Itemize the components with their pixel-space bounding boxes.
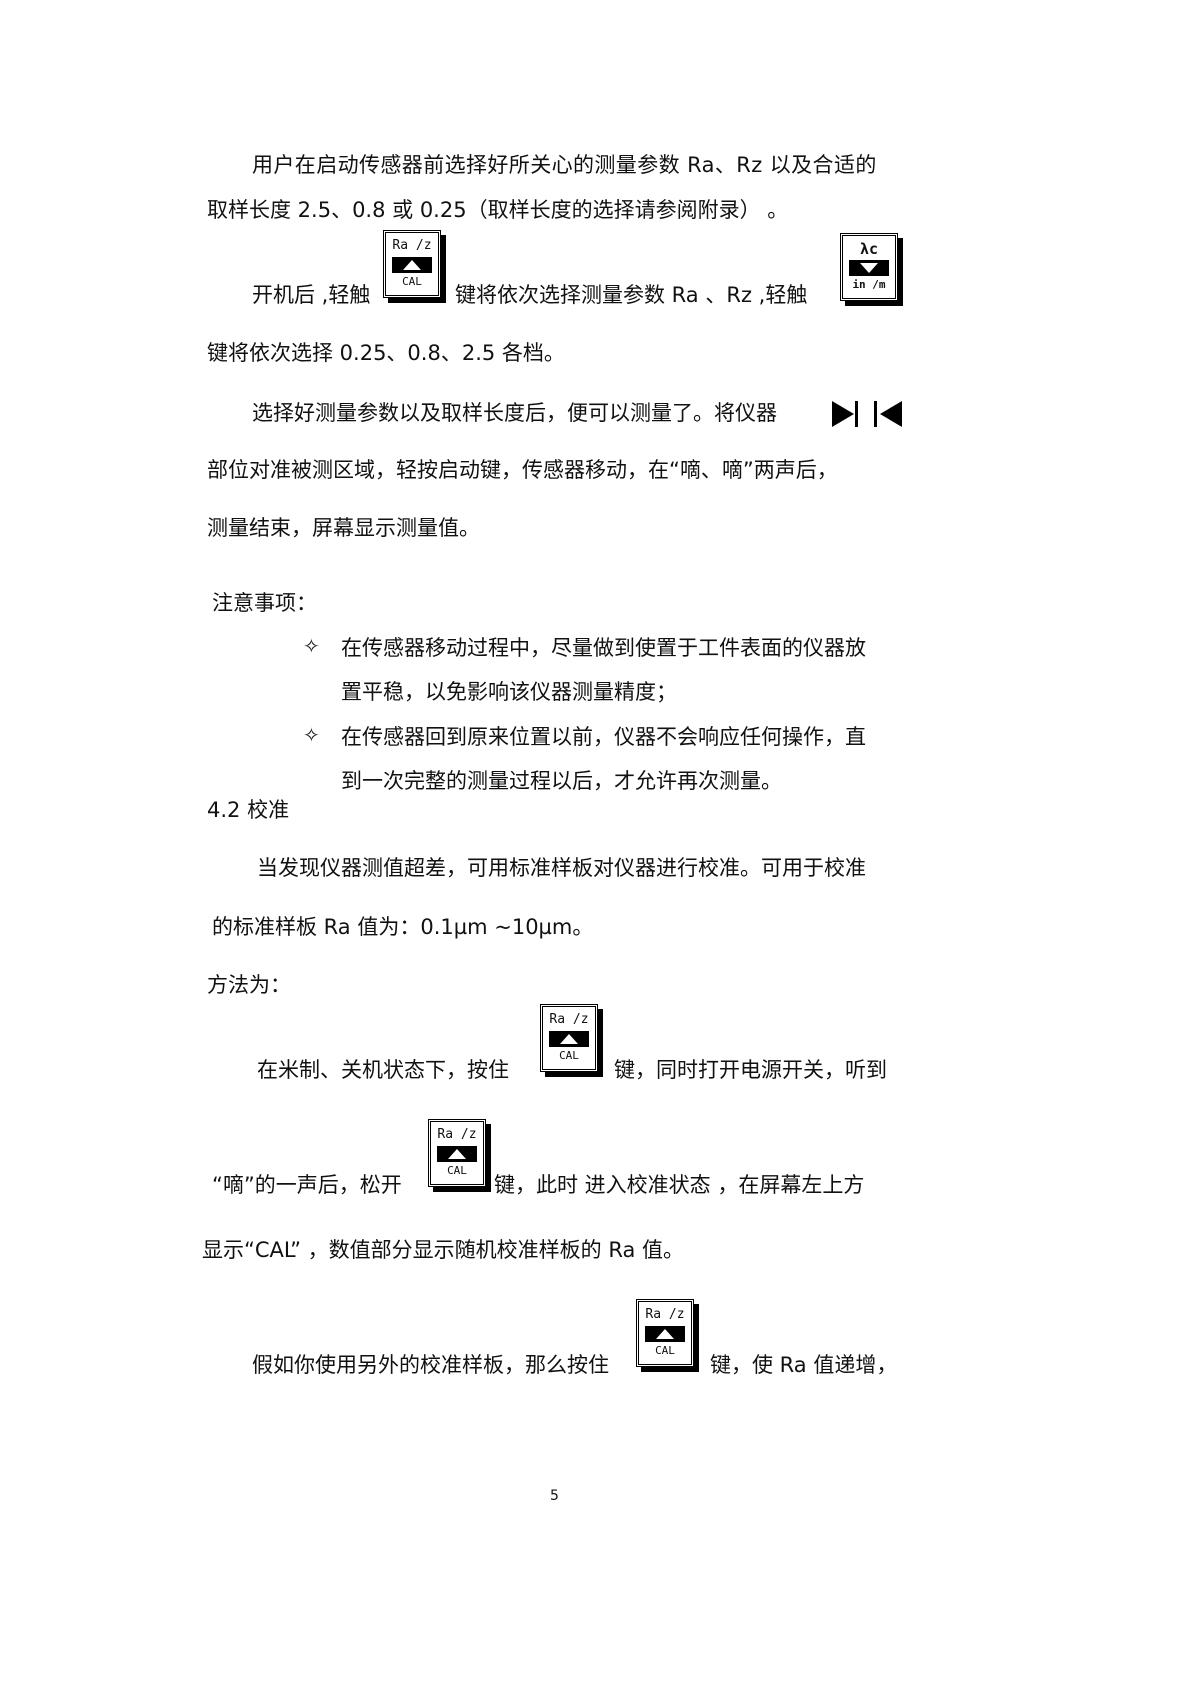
key-label: CAL [559, 1049, 579, 1062]
key-label: Ra /z [392, 238, 432, 253]
paragraph-line: 开机后 ,轻触 [252, 283, 371, 307]
paragraph-line: 部位对准被测区域，轻按启动键，传感器移动，在“嘀、嘀”两声后， [207, 458, 838, 482]
sensor-position-arrows-icon [832, 401, 902, 427]
paragraph-line: 键将依次选择 0.25、0.8、2.5 各档。 [207, 341, 565, 365]
paragraph-line: 键，此时 进入校准状态 ，在屏幕左上方 [494, 1173, 865, 1197]
ra-rz-cal-key-icon: Ra /z CAL [428, 1119, 486, 1187]
key-label: Ra /z [549, 1012, 589, 1027]
note-line: 到一次完整的测量过程以后，才允许再次测量。 [341, 769, 782, 793]
page-number: 5 [550, 1488, 559, 1504]
paragraph-line: 测量结束，屏幕显示测量值。 [207, 516, 480, 540]
key-label: Ra /z [645, 1307, 685, 1322]
ra-rz-cal-key-icon: Ra /z CAL [636, 1299, 694, 1367]
key-label: Ra /z [437, 1127, 477, 1142]
note-line: 在传感器移动过程中，尽量做到使置于工件表面的仪器放 [341, 636, 866, 660]
paragraph-line: 键，使 Ra 值递增， [710, 1353, 898, 1377]
key-label: CAL [655, 1344, 675, 1357]
paragraph-line: 选择好测量参数以及取样长度后，便可以测量了。将仪器 [252, 401, 777, 425]
paragraph-line: 的标准样板 Ra 值为：0.1µm ~10µm。 [212, 915, 594, 939]
paragraph-line: 取样长度 2.5、0.8 或 0.25（取样长度的选择请参阅附录） 。 [207, 198, 789, 222]
note-line: 在传感器回到原来位置以前，仪器不会响应任何操作，直 [341, 725, 866, 749]
paragraph-line: 方法为： [207, 973, 291, 997]
paragraph-line: 用户在启动传感器前选择好所关心的测量参数 Ra、Rz 以及合适的 [252, 153, 877, 177]
ra-rz-cal-key-icon: Ra /z CAL [540, 1004, 598, 1072]
paragraph-line: 在米制、关机状态下，按住 [257, 1058, 509, 1082]
note-line: 置平稳，以免影响该仪器测量精度； [341, 680, 677, 704]
paragraph-line: 显示“CAL” ，数值部分显示随机校准样板的 Ra 值。 [202, 1238, 684, 1262]
diamond-bullet-icon: ✧ [303, 634, 320, 658]
section-heading: 4.2 校准 [207, 798, 290, 822]
paragraph-line: “嘀”的一声后，松开 [212, 1173, 402, 1197]
paragraph-line: 键将依次选择测量参数 Ra 、Rz ,轻触 [455, 283, 808, 307]
lambda-c-key-icon: λc in /m [840, 233, 898, 301]
paragraph-line: 当发现仪器测值超差，可用标准样板对仪器进行校准。可用于校准 [257, 856, 866, 880]
paragraph-line: 键，同时打开电源开关，听到 [614, 1058, 887, 1082]
paragraph-line: 假如你使用另外的校准样板，那么按住 [252, 1353, 609, 1377]
diamond-bullet-icon: ✧ [303, 723, 320, 747]
key-label: CAL [402, 275, 422, 288]
key-label: λc [859, 240, 879, 258]
key-label: in /m [852, 278, 886, 291]
notes-title: 注意事项： [212, 591, 317, 615]
ra-rz-cal-key-icon: Ra /z CAL [383, 230, 441, 298]
key-label: CAL [447, 1164, 467, 1177]
